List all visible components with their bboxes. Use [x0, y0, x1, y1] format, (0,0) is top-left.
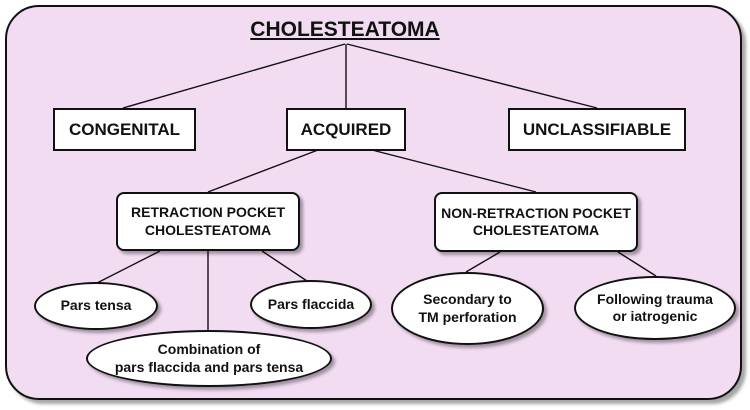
node-pars-tensa-label: Pars tensa: [60, 297, 132, 314]
node-non-retraction-pocket: NON-RETRACTION POCKET CHOLESTEATOMA: [434, 192, 638, 252]
connector-acquired-nonretraction: [371, 149, 537, 193]
node-trauma-line1: Following trauma: [597, 290, 713, 307]
node-following-trauma: Following trauma or iatrogenic: [574, 276, 736, 340]
node-acquired-label: ACQUIRED: [300, 119, 392, 139]
node-retraction-line1: RETRACTION POCKET: [131, 204, 285, 220]
node-combination-line2: pars flaccida and pars tensa: [114, 358, 304, 375]
node-combination-line1: Combination of: [157, 341, 261, 357]
node-nonretraction-line2: CHOLESTEATOMA: [472, 222, 600, 238]
node-congenital-label: CONGENITAL: [68, 119, 181, 139]
node-trauma-line2: or iatrogenic: [612, 308, 698, 324]
node-pars-flaccida: Pars flaccida: [250, 280, 372, 329]
node-congenital: CONGENITAL: [53, 108, 196, 151]
node-secondary-line1: Secondary to: [423, 291, 512, 307]
connector-title-congenital: [122, 43, 346, 109]
diagram-title: CHOLESTEATOMA: [250, 18, 440, 41]
node-pars-tensa: Pars tensa: [34, 282, 158, 330]
node-combination: Combination of pars flaccida and pars te…: [86, 330, 332, 387]
connector-title-unclassifiable: [346, 43, 598, 109]
connector-nonretraction-trauma: [617, 251, 657, 277]
node-secondary-line2: TM perforation: [418, 308, 517, 325]
node-unclassifiable: UNCLASSIFIABLE: [508, 108, 686, 151]
node-acquired: ACQUIRED: [286, 108, 406, 151]
node-retraction-line2: CHOLESTEATOMA: [144, 221, 272, 238]
node-unclassifiable-label: UNCLASSIFIABLE: [522, 119, 672, 139]
node-nonretraction-line1: NON-RETRACTION POCKET: [441, 204, 631, 221]
node-pars-flaccida-label: Pars flaccida: [267, 295, 355, 312]
connector-retraction-parsflaccida: [261, 250, 311, 284]
node-secondary-tm-perforation: Secondary to TM perforation: [391, 272, 544, 345]
node-retraction-pocket: RETRACTION POCKET CHOLESTEATOMA: [116, 192, 300, 251]
connector-nonretraction-secondary: [465, 251, 501, 273]
connector-retraction-parstensa: [94, 250, 161, 285]
connector-acquired-retraction: [207, 149, 319, 193]
